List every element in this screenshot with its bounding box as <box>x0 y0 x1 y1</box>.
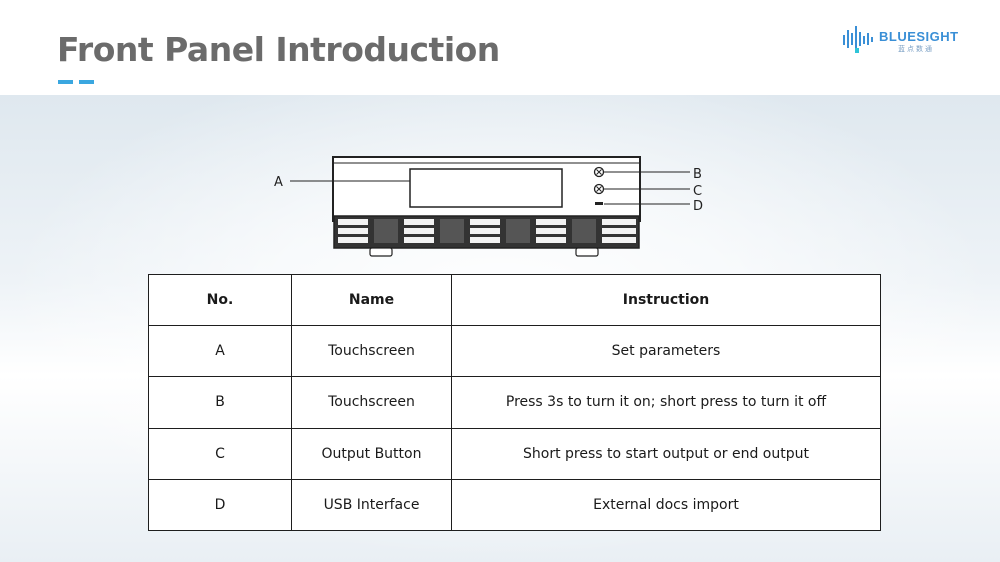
cell-instruction: Press 3s to turn it on; short press to t… <box>451 376 881 429</box>
cell-no: A <box>148 325 292 378</box>
usb-port <box>595 202 603 205</box>
header-no: No. <box>148 273 292 327</box>
cell-no: D <box>148 478 292 532</box>
table-row: C Output Button Short press to start out… <box>148 427 881 480</box>
cell-name: Touchscreen <box>291 325 452 378</box>
left-foot <box>369 247 393 257</box>
table-row: A Touchscreen Set parameters <box>148 325 881 378</box>
cell-name: USB Interface <box>291 478 452 532</box>
cell-no: B <box>148 376 292 429</box>
table-header-row: No. Name Instruction <box>148 273 881 327</box>
page-title: Front Panel Introduction <box>57 30 500 69</box>
table-row: D USB Interface External docs import <box>148 478 881 532</box>
cell-instruction: Short press to start output or end outpu… <box>451 427 881 480</box>
callout-label-b: B <box>693 167 702 182</box>
header-name: Name <box>291 273 452 327</box>
brand-logo: BLUESIGHT 蓝点数通 <box>842 24 962 56</box>
table-row: B Touchscreen Press 3s to turn it on; sh… <box>148 376 881 429</box>
front-panel-diagram: A B C D <box>274 156 703 257</box>
right-foot <box>575 247 599 257</box>
logo-sub-text: 蓝点数通 <box>898 46 934 53</box>
cell-no: C <box>148 427 292 480</box>
front-panel-table: No. Name Instruction A Touchscreen Set p… <box>148 273 881 532</box>
title-accent <box>58 80 94 84</box>
logo-brand-text: BLUESIGHT <box>879 29 959 44</box>
bluesight-logo-icon <box>843 26 873 53</box>
cell-name: Touchscreen <box>291 376 452 429</box>
callout-label-c: C <box>693 184 702 199</box>
header-instruction: Instruction <box>451 273 881 327</box>
callout-label-d: D <box>693 199 703 214</box>
touchscreen-display <box>409 168 563 208</box>
cell-instruction: External docs import <box>451 478 881 532</box>
callout-label-a: A <box>274 175 283 190</box>
header: Front Panel Introduction BLUESIGHT 蓝点数通 <box>0 0 1000 95</box>
cell-instruction: Set parameters <box>451 325 881 378</box>
cell-name: Output Button <box>291 427 452 480</box>
